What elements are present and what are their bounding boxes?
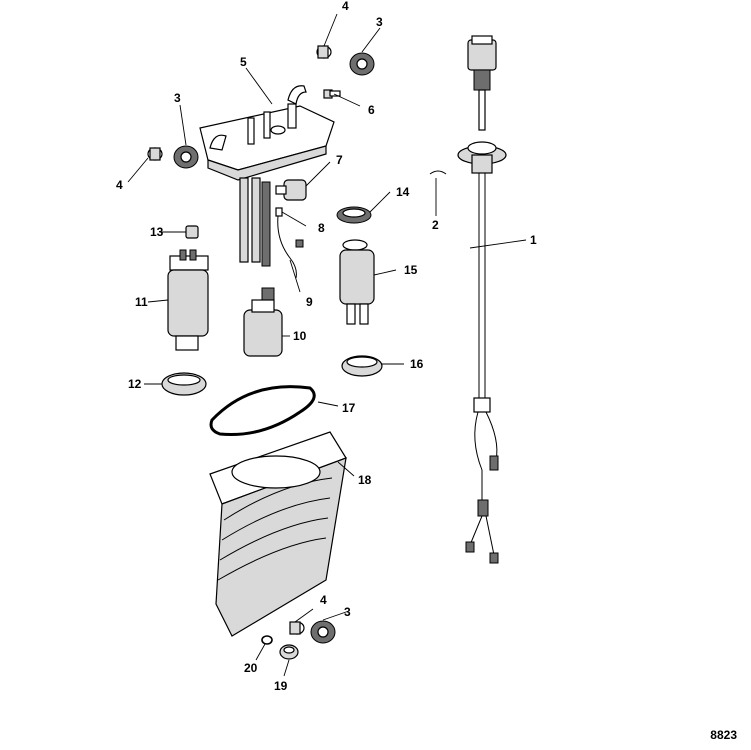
part-4-bushing (289, 621, 305, 635)
part-2-clip (429, 170, 447, 175)
callout-18: 18 (358, 473, 372, 487)
part-15-pump (339, 239, 375, 325)
part-18-housing (209, 431, 347, 637)
callout-10: 10 (293, 329, 307, 343)
part-4-bushing (147, 147, 163, 161)
callout-4: 4 (116, 178, 123, 192)
part-1-wiring-harness (457, 35, 507, 564)
callout-8: 8 (318, 221, 325, 235)
part-11-fuel-pump (167, 249, 209, 351)
part-19-plug (279, 644, 299, 660)
callout-4: 4 (342, 0, 349, 13)
part-8-fitting (275, 207, 304, 248)
callout-9: 9 (306, 295, 313, 309)
part-9-hose (277, 215, 297, 279)
callout-16: 16 (410, 357, 424, 371)
leader-lines (127, 13, 527, 677)
figure-number: 8823 (710, 728, 737, 742)
part-5-cover-plate (199, 85, 335, 267)
callout-4: 4 (320, 593, 327, 607)
callout-3: 3 (174, 91, 181, 105)
part-6-screw (323, 89, 341, 99)
callout-2: 2 (432, 218, 439, 232)
part-13-sleeve (185, 225, 199, 239)
callout-19: 19 (274, 679, 288, 693)
part-17-gasket (209, 385, 316, 436)
part-3-grommet (310, 620, 336, 644)
callout-7: 7 (336, 153, 343, 167)
callout-20: 20 (244, 661, 258, 675)
part-4-bushing (316, 45, 332, 59)
callout-14: 14 (396, 185, 410, 199)
part-10-fuel-pump (243, 287, 283, 357)
part-3-grommet (173, 145, 199, 169)
callout-5: 5 (240, 55, 247, 69)
callout-17: 17 (342, 401, 356, 415)
part-7-regulator (275, 179, 307, 201)
part-14-seal (336, 206, 372, 224)
part-12-retainer (161, 372, 207, 396)
callout-15: 15 (404, 263, 418, 277)
part-3-grommet (349, 52, 375, 76)
part-20-oring (261, 635, 273, 645)
callout-1: 1 (530, 233, 537, 247)
callout-6: 6 (368, 103, 375, 117)
part-16-retainer (341, 355, 383, 377)
callout-11: 11 (135, 295, 148, 309)
callout-3: 3 (376, 15, 383, 29)
callout-13: 13 (150, 225, 164, 239)
callout-3: 3 (344, 605, 351, 619)
callout-12: 12 (128, 377, 142, 391)
